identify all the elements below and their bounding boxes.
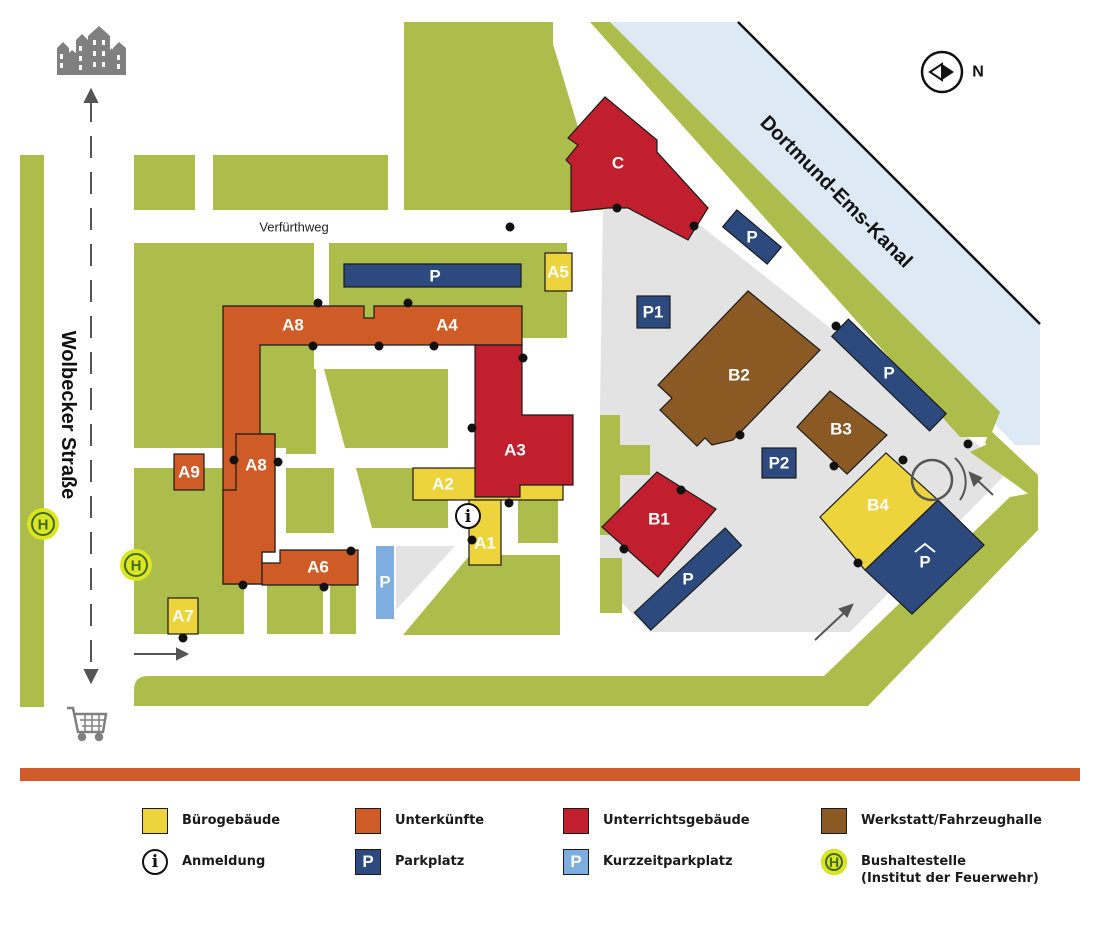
building-c[interactable] [565,96,709,241]
parking-b1-label: P [682,570,693,589]
building-a7[interactable] [167,597,199,635]
legend-item-teaching: Unterrichtsgebäude [563,808,750,834]
building-c-label: C [612,154,624,173]
legend-item-info: i Anmeldung [142,849,265,875]
legend-item-workshop: Werkstatt/Fahrzeughalle [821,808,1042,834]
parking-p2[interactable] [761,447,797,479]
bus-stop-icon[interactable]: H [27,508,59,540]
building-a5[interactable] [544,252,573,292]
building-b1-label: B1 [648,510,670,529]
parking-top-label: P [429,267,440,286]
parking-garage[interactable] [864,499,985,615]
information-icon: i [142,849,168,875]
roundabout [910,457,967,502]
direction-arrows [83,87,994,685]
legend-label-housing: Unterkünfte [395,813,485,828]
bus-stop-icon[interactable]: H [120,549,152,581]
legend-label-info: Anmeldung [182,854,266,869]
information-icon[interactable]: i [455,503,481,529]
parking-p1[interactable] [636,295,671,329]
short-parking-swatch: P [563,849,589,875]
compass-icon [920,50,964,94]
compass-label: N [972,64,984,81]
building-b2-label: B2 [728,366,750,385]
building-a3[interactable] [474,344,574,498]
parking-right-label: P [883,364,894,383]
canal-water [610,22,1040,445]
canal-bank-line [737,21,1041,325]
entrance-dots [178,203,973,643]
svg-text:i: i [465,507,472,527]
parking-top-right-label: P [746,228,757,247]
shopping-cart-icon [67,706,108,742]
building-a6-label: A6 [307,558,329,577]
building-a9-label: A9 [178,463,200,482]
building-a7-label: A7 [172,607,194,626]
parking-garage-label: P [919,553,930,572]
parking-garage-roof-icon [914,542,936,553]
building-a6[interactable] [261,549,359,586]
parking-p2-label: P2 [769,454,790,473]
legend-label-office: Bürogebäude [182,813,281,828]
workshop-swatch [821,808,847,834]
bus-stop-icon: H [821,849,847,875]
legend-item-short-parking: P Kurzzeitparkplatz [563,849,733,875]
street-wolbecker: Wolbecker Straße [57,331,79,500]
legend-label-parking: Parkplatz [395,854,465,869]
legend-label-bus-line1: Bushaltestelle [861,854,966,869]
building-a5-label: A5 [547,263,569,282]
building-a8-side-label: A8 [245,456,267,475]
parking-top-right[interactable] [721,209,783,265]
building-b1[interactable] [601,471,717,578]
parking-short-area [396,546,455,610]
legend-label-teaching: Unterrichtsgebäude [603,813,750,828]
divider-bar [20,768,1080,781]
parking-short-label: P [379,573,390,592]
building-a2-label: A2 [432,475,454,494]
building-a3-label: A3 [504,441,526,460]
building-b3-label: B3 [830,420,852,439]
svg-text:H: H [131,558,142,575]
street-verfurthweg: Verfürthweg [259,220,328,235]
parking-top[interactable] [343,263,522,288]
teaching-swatch [563,808,589,834]
legend-item-parking: P Parkplatz [355,849,464,875]
legend-item-office: Bürogebäude [142,808,280,834]
svg-text:H: H [38,517,49,534]
legend-label-bus-line2: (Institut der Feuerwehr) [861,871,1039,886]
parking-b1[interactable] [633,527,743,631]
building-b2[interactable] [657,290,821,447]
legend-label-workshop: Werkstatt/Fahrzeughalle [861,813,1042,828]
city-buildings-icon [57,26,126,75]
parking-short[interactable] [376,546,394,619]
building-a9[interactable] [173,453,205,491]
building-a1-label: A1 [474,534,496,553]
parking-p1-label: P1 [643,303,664,322]
legend-label-short-parking: Kurzzeitparkplatz [603,854,733,869]
building-b4-label: B4 [867,496,889,515]
legend: Bürogebäude Unterkünfte Unterrichtsgebäu… [0,800,1094,910]
building-a8-top-label: A8 [282,316,304,335]
legend-label-bus: Bushaltestelle (Institut der Feuerwehr) [861,849,1039,887]
legend-item-bus: H Bushaltestelle (Institut der Feuerwehr… [821,849,1039,887]
legend-item-housing: Unterkünfte [355,808,484,834]
building-b3[interactable] [796,390,888,475]
office-swatch [142,808,168,834]
housing-swatch [355,808,381,834]
building-a4-label: A4 [436,316,458,335]
parking-swatch: P [355,849,381,875]
campus-map: C P A5 P P1 A8 A4 A8 A6 A9 A2 A3 A1 i A7… [20,21,1041,742]
